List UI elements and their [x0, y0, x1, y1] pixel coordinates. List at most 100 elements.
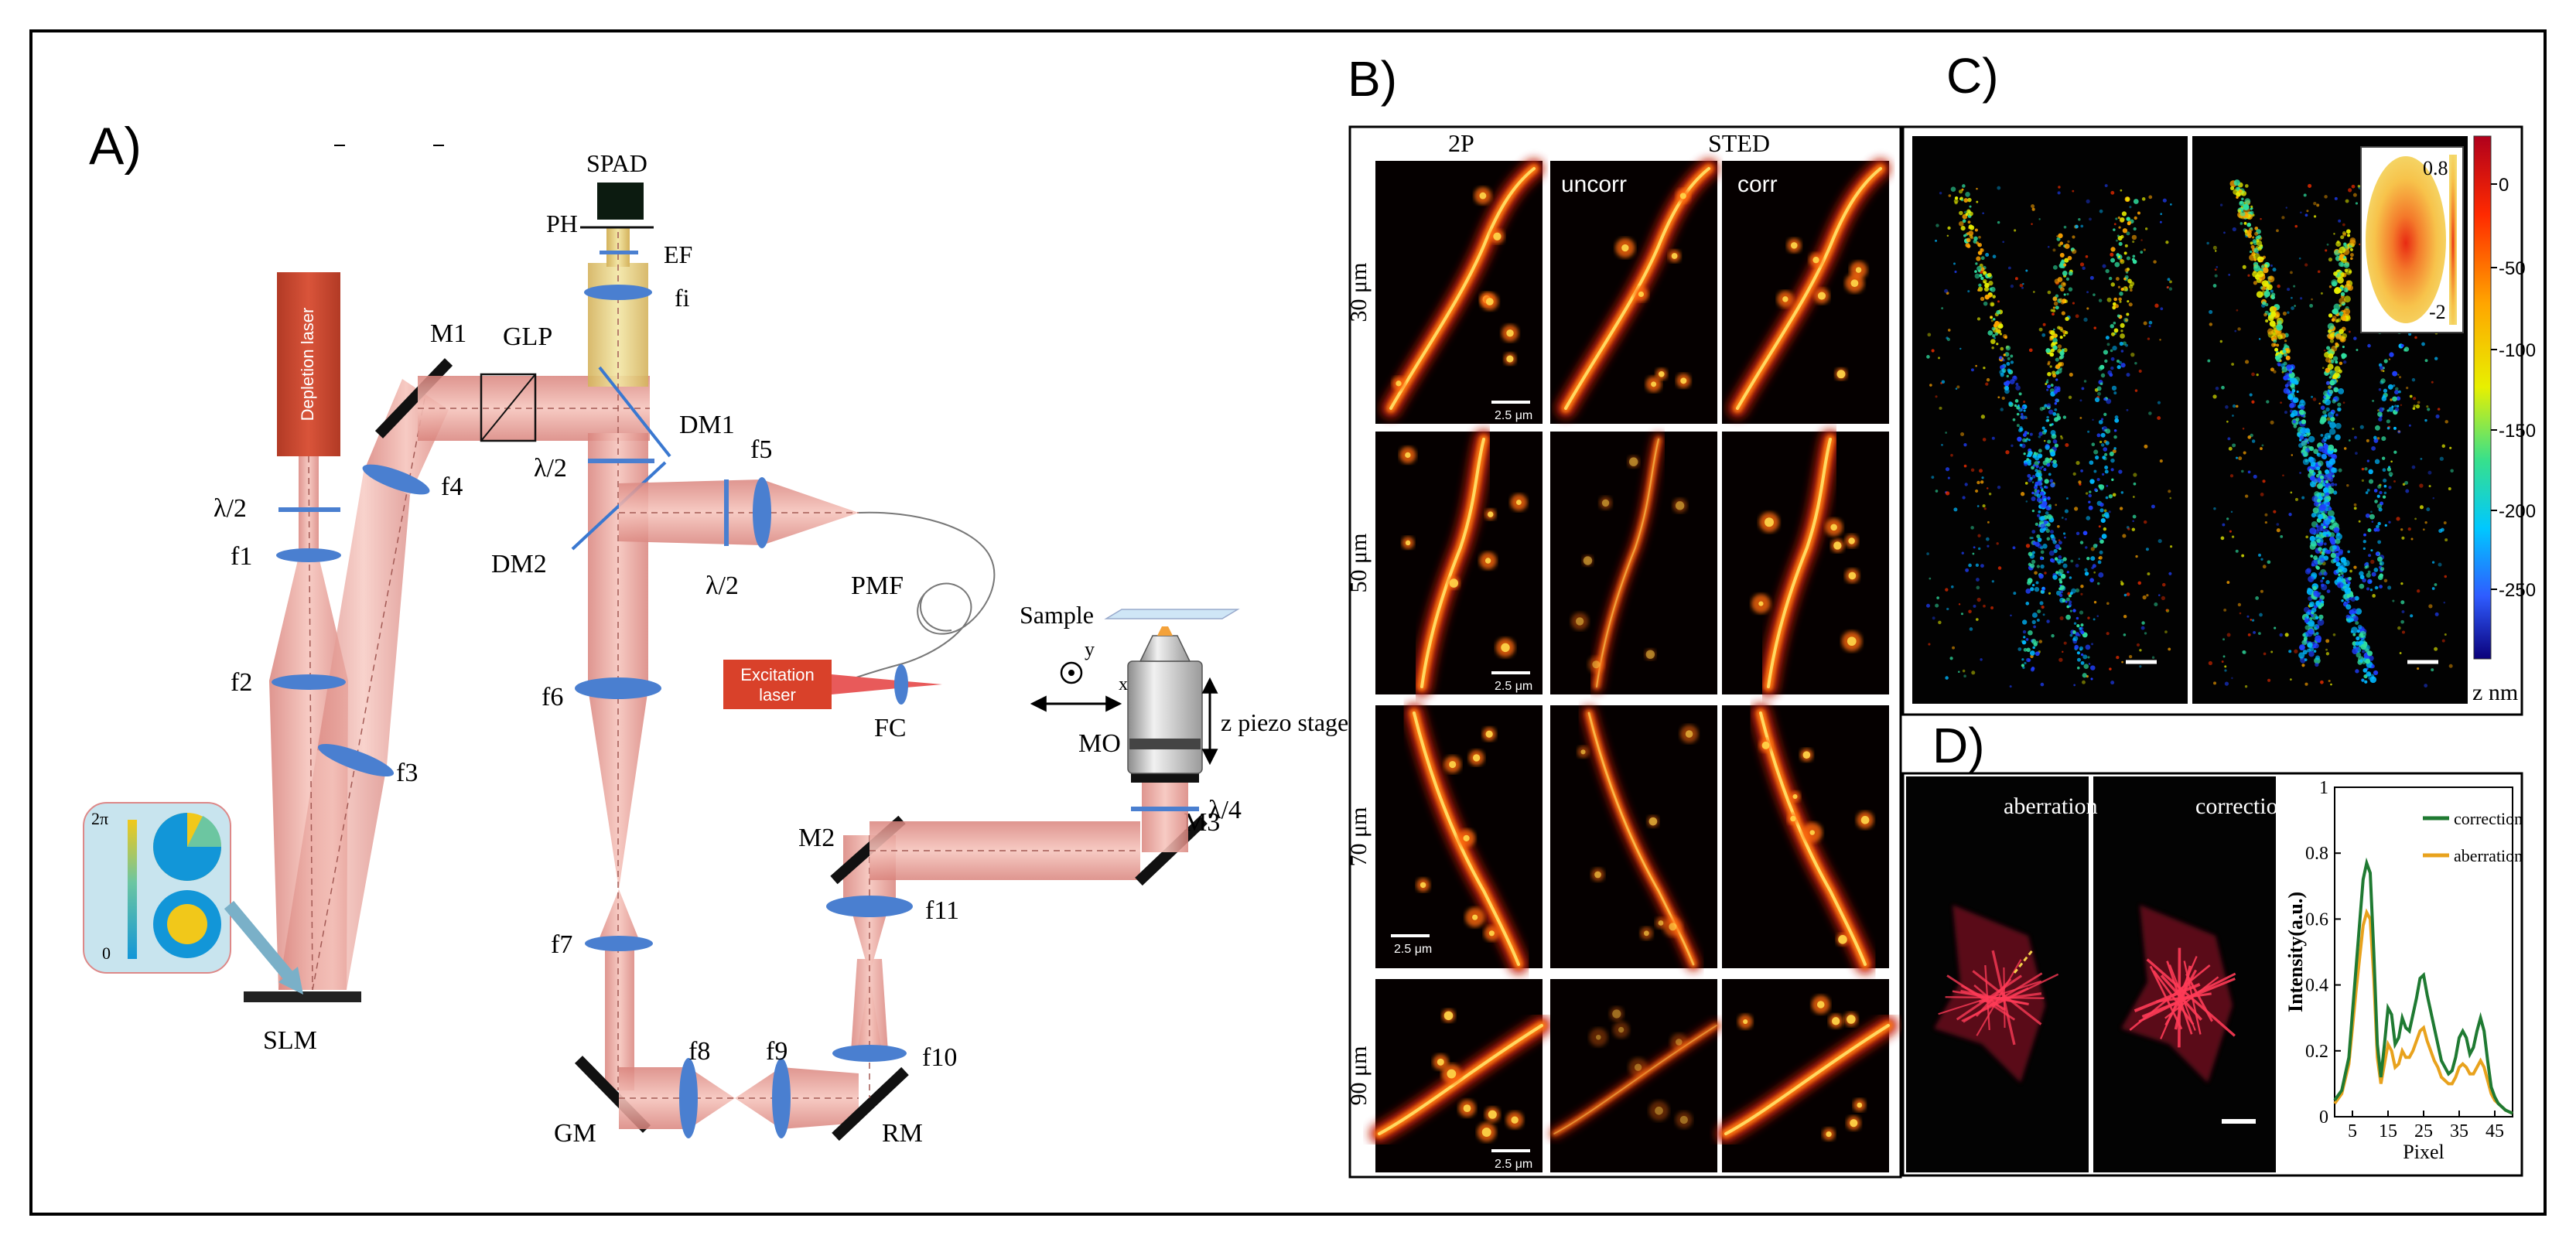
inset-pointer-arrow	[224, 900, 298, 985]
panel-b-letter: B)	[1348, 51, 1397, 107]
colorbar-unit: z nm	[2472, 680, 2518, 705]
figure-frame	[29, 29, 2547, 1216]
y-tick-label: 1	[2319, 778, 2328, 798]
chart-background	[2280, 776, 2519, 1172]
cell-image	[1934, 905, 2059, 1083]
excitation-laser-label-2: laser	[759, 685, 796, 705]
image-tile	[1722, 429, 1889, 697]
z-stage-label: z piezo stage	[1221, 708, 1348, 736]
axis-x-label: x	[1119, 674, 1128, 694]
image-tile: 2.5 μm	[1375, 429, 1543, 697]
colorbar-tick: -150	[2499, 421, 2536, 442]
x-tick-label: 25	[2414, 1121, 2433, 1141]
image-tile: corr	[1722, 159, 1891, 424]
inset-top-label: 0.8	[2423, 157, 2448, 179]
axis-y-label: y	[1085, 638, 1095, 660]
sample-label: Sample	[1020, 601, 1094, 629]
half-wave-label-3: λ/2	[705, 572, 739, 600]
lens-f8	[679, 1058, 698, 1138]
image-tile	[1716, 979, 1898, 1172]
quarter-wave-label: λ/4	[1208, 796, 1242, 824]
lens-label-f1: f1	[231, 542, 252, 571]
beam-laser-to-f1	[299, 456, 319, 557]
panel-d-aberration: D) aberration correction 0 0.2 0.4 0.6 0.8 15…	[1901, 718, 2523, 1177]
inset-bottom-label: -2	[2429, 301, 2446, 323]
x-tick-label: 35	[2450, 1121, 2468, 1141]
dichroic-mirror-dm1	[598, 366, 671, 458]
rm-label: RM	[882, 1119, 923, 1148]
image-tile	[1549, 979, 1721, 1172]
y-tick-label: 0.6	[2305, 909, 2328, 930]
dm1-label: DM1	[679, 411, 735, 439]
lens-label-f8: f8	[688, 1037, 710, 1066]
localization-image	[2206, 179, 2454, 688]
lens-f4	[362, 464, 430, 495]
gm-label: GM	[554, 1119, 596, 1148]
cell-image	[2121, 905, 2236, 1083]
half-wave-label-1: λ/2	[214, 494, 247, 523]
mirror-label-m2: M2	[798, 824, 835, 852]
beam-center-line	[312, 394, 426, 991]
lens-label-f6: f6	[542, 683, 563, 711]
y-tick-label: 0.8	[2305, 844, 2328, 864]
phase-top-label: 2π	[91, 809, 108, 828]
lens-f9	[772, 1058, 791, 1138]
panel-c-letter: C)	[1946, 48, 1999, 104]
beam-f5-to-pmf	[762, 479, 859, 545]
y-tick-label: 0.2	[2305, 1042, 2328, 1062]
colorbar-tick: -100	[2499, 340, 2536, 361]
legend-label: aberration	[2454, 846, 2523, 865]
fc-label: FC	[874, 714, 907, 742]
uncorr-label: uncorr	[1561, 172, 1627, 197]
beam-f7-to-gm-lower	[605, 943, 634, 1090]
row-depth-label: 70 μm	[1346, 807, 1372, 867]
half-wave-plate-1	[278, 507, 340, 512]
phase-mask-inset: 2π 0	[83, 802, 231, 974]
phase-colorbar	[128, 820, 137, 959]
mirror-label-m1: M1	[430, 319, 466, 348]
glan-laser-polarizer	[480, 373, 537, 442]
depletion-laser-label: Depletion laser	[298, 308, 317, 421]
image-tile	[1550, 432, 1717, 694]
lens-label-f4: f4	[441, 473, 463, 501]
dm2-label: DM2	[491, 550, 547, 578]
lens-label-f2: f2	[231, 668, 252, 697]
scale-bar-label: 2.5 μm	[1394, 943, 1432, 956]
localization-image	[1926, 184, 2173, 688]
beam-slm-to-f3	[278, 750, 387, 990]
legend-label: correction	[2454, 809, 2523, 828]
y-tick-label: 0	[2319, 1107, 2328, 1128]
row-depth-label: 90 μm	[1346, 1046, 1372, 1106]
lens-f5	[753, 477, 771, 548]
lens-label-f7: f7	[551, 930, 572, 959]
ef-label: EF	[664, 241, 692, 268]
x-tick-label: 15	[2379, 1121, 2397, 1141]
spad-label: SPAD	[586, 149, 647, 177]
y-tick-label: 0.4	[2305, 976, 2328, 996]
relay-mirror	[832, 1066, 909, 1141]
excitation-laser-box	[723, 660, 832, 709]
image-tile	[1722, 703, 1889, 974]
lens-f10	[832, 1045, 907, 1062]
corr-label: corr	[1737, 172, 1778, 197]
mo-label: MO	[1078, 729, 1121, 758]
image-tile	[1550, 705, 1717, 972]
colorbar-tick: -250	[2499, 580, 2536, 601]
depletion-laser-box	[277, 272, 340, 456]
colorbar-tick: 0	[2499, 175, 2509, 196]
x-tick-label: 45	[2485, 1121, 2504, 1141]
panel-c-image-left	[1912, 136, 2188, 704]
series-line-correction	[2333, 857, 2513, 1115]
beam-f7-to-gm	[597, 889, 641, 943]
panel-a-letter: A)	[89, 117, 142, 176]
glp-label: GLP	[503, 322, 552, 351]
polarization-maintaining-fiber	[846, 511, 996, 681]
line-profile-marker	[2013, 949, 2034, 974]
lens-label-f9: f9	[766, 1037, 787, 1066]
col-header-2p: 2P	[1448, 129, 1474, 157]
x-axis-label: Pixel	[2403, 1141, 2444, 1163]
panel-d-letter: D)	[1932, 718, 1985, 773]
image-tile: 2.5 μm	[1369, 979, 1552, 1172]
